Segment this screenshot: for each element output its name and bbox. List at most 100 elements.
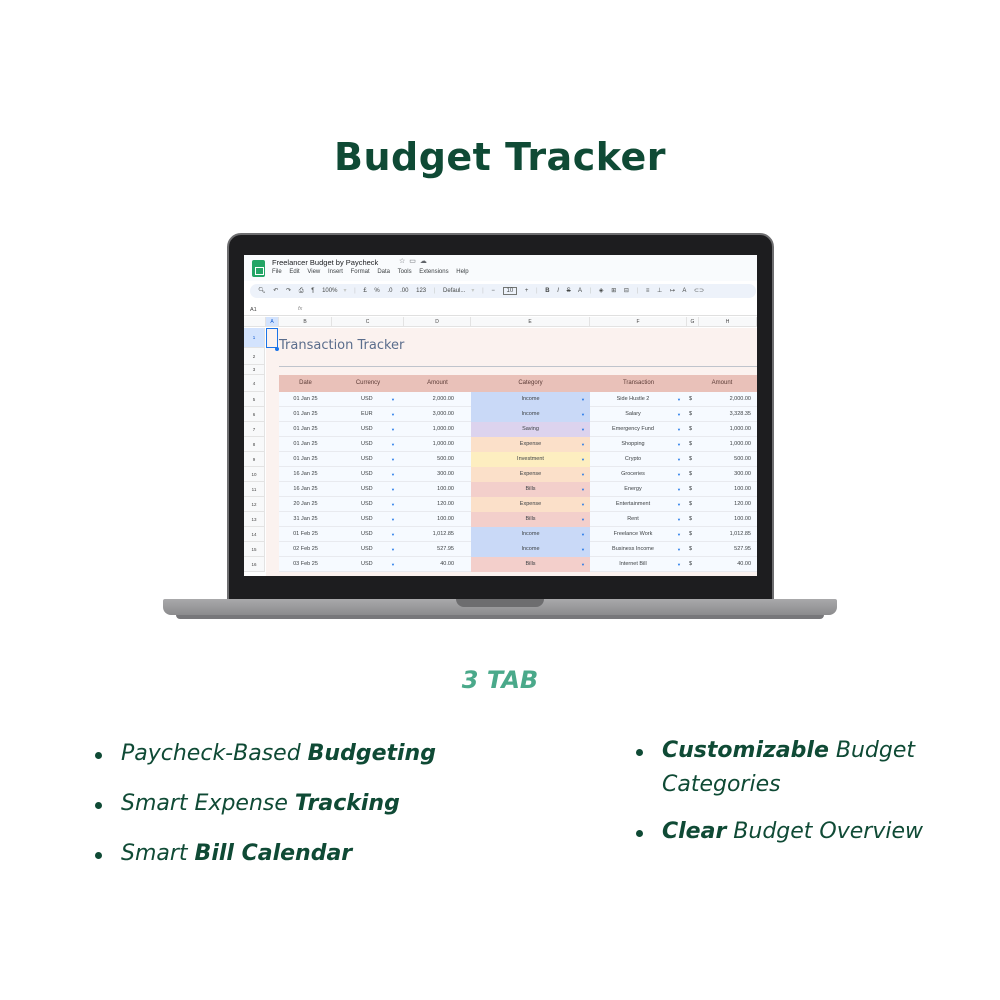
chevron-down-icon[interactable]: ▼ [581,502,585,507]
chevron-down-icon[interactable]: ▼ [391,517,395,522]
bold-icon[interactable]: B [545,288,550,294]
usd-amount-cell[interactable]: 1,000.00 [729,426,751,432]
date-cell[interactable]: 01 Jan 25 [293,396,318,402]
italic-icon[interactable]: I [557,288,559,294]
row-header[interactable]: 10 [244,467,265,482]
chevron-down-icon[interactable]: ▼ [677,457,681,462]
category-cell[interactable]: Bills [525,486,536,492]
category-cell[interactable]: Expense [519,471,542,477]
transaction-cell[interactable]: Freelance Work [613,531,653,537]
row-header[interactable]: 8 [244,437,265,452]
currency-cell[interactable]: EUR [361,411,373,417]
chevron-down-icon[interactable]: ▼ [581,427,585,432]
transaction-cell[interactable]: Groceries [621,471,645,477]
row-header[interactable]: 13 [244,512,265,527]
row-header[interactable]: 12 [244,497,265,512]
more-formats-button[interactable]: 123 [416,288,427,294]
name-box[interactable]: A1 [250,307,257,313]
chevron-down-icon[interactable]: ▼ [677,547,681,552]
usd-amount-cell[interactable]: 527.95 [734,546,751,552]
date-cell[interactable]: 01 Jan 25 [293,426,318,432]
category-cell[interactable]: Investment [517,456,544,462]
chevron-down-icon[interactable]: ▼ [581,412,585,417]
chevron-down-icon[interactable]: ▼ [391,457,395,462]
select-all-corner[interactable] [244,317,266,327]
row-header[interactable]: 14 [244,527,265,542]
usd-amount-cell[interactable]: 100.00 [734,486,751,492]
chevron-down-icon[interactable]: ▼ [391,397,395,402]
transaction-cell[interactable]: Crypto [624,456,642,462]
paint-format-icon[interactable]: ¶ [311,288,315,294]
chevron-down-icon[interactable]: ▼ [677,487,681,492]
merge-cells-icon[interactable]: ⊟ [623,288,629,294]
chevron-down-icon[interactable]: ▼ [677,517,681,522]
date-cell[interactable]: 02 Feb 25 [293,546,318,552]
row-header[interactable]: 16 [244,557,265,572]
percent-format-button[interactable]: % [374,288,380,294]
amount-cell[interactable]: 1,000.00 [432,426,454,432]
row-header[interactable]: 6 [244,407,265,422]
column-header-d[interactable]: D [404,317,471,327]
currency-cell[interactable]: USD [361,396,373,402]
amount-cell[interactable]: 1,012.85 [432,531,454,537]
text-color-icon[interactable]: A [578,288,583,294]
currency-cell[interactable]: USD [361,471,373,477]
menu-tools[interactable]: Tools [397,269,412,275]
align-icon[interactable]: ≡ [645,288,650,294]
category-cell[interactable]: Saving [522,426,539,432]
vertical-align-icon[interactable]: ⊥ [657,288,663,294]
amount-cell[interactable]: 120.00 [437,501,454,507]
column-header-h[interactable]: H [699,317,757,327]
chevron-down-icon[interactable]: ▼ [677,472,681,477]
amount-cell[interactable]: 300.00 [437,471,454,477]
column-header-b[interactable]: B [279,317,332,327]
amount-cell[interactable]: 2,000.00 [432,396,454,402]
currency-cell[interactable]: USD [361,426,373,432]
chevron-down-icon[interactable]: ▼ [677,442,681,447]
usd-amount-cell[interactable]: 3,328.35 [729,411,751,417]
menu-help[interactable]: Help [456,269,469,275]
chevron-down-icon[interactable]: ▼ [677,562,681,567]
chevron-down-icon[interactable]: ▼ [391,442,395,447]
column-header-g[interactable]: G [687,317,699,327]
transaction-cell[interactable]: Internet Bill [619,561,647,567]
transaction-cell[interactable]: Business Income [612,546,654,552]
amount-cell[interactable]: 100.00 [437,486,454,492]
usd-amount-cell[interactable]: 100.00 [734,516,751,522]
chevron-down-icon[interactable]: ▼ [581,517,585,522]
chevron-down-icon[interactable]: ▼ [581,562,585,567]
row-header[interactable]: 15 [244,542,265,557]
chevron-down-icon[interactable]: ▼ [391,412,395,417]
star-icon[interactable]: ☆ [399,258,410,265]
chevron-down-icon[interactable]: ▼ [391,532,395,537]
chevron-down-icon[interactable]: ▼ [391,547,395,552]
column-header-e[interactable]: E [471,317,590,327]
font-select[interactable]: Defaul... [443,288,466,294]
currency-cell[interactable]: USD [361,501,373,507]
currency-cell[interactable]: USD [361,516,373,522]
currency-cell[interactable]: USD [361,486,373,492]
row-header[interactable]: 9 [244,452,265,467]
transaction-cell[interactable]: Shopping [621,441,645,447]
chevron-down-icon[interactable]: ▼ [391,427,395,432]
active-cell[interactable] [266,328,278,348]
category-cell[interactable]: Expense [519,501,542,507]
date-cell[interactable]: 01 Feb 25 [293,531,318,537]
row-header[interactable]: 7 [244,422,265,437]
amount-cell[interactable]: 100.00 [437,516,454,522]
category-cell[interactable]: Bills [525,561,536,567]
menu-view[interactable]: View [307,269,321,275]
category-cell[interactable]: Bills [525,516,536,522]
category-cell[interactable]: Expense [519,441,542,447]
usd-amount-cell[interactable]: 500.00 [734,456,751,462]
category-cell[interactable]: Income [521,411,540,417]
date-cell[interactable]: 20 Jan 25 [293,501,318,507]
date-cell[interactable]: 31 Jan 25 [293,516,318,522]
menu-insert[interactable]: Insert [327,269,343,275]
redo-icon[interactable]: ↷ [286,288,292,294]
chevron-down-icon[interactable]: ▼ [581,547,585,552]
date-cell[interactable]: 03 Feb 25 [293,561,318,567]
usd-amount-cell[interactable]: 1,000.00 [729,441,751,447]
chevron-down-icon[interactable]: ▼ [581,457,585,462]
fill-handle[interactable] [275,347,279,351]
